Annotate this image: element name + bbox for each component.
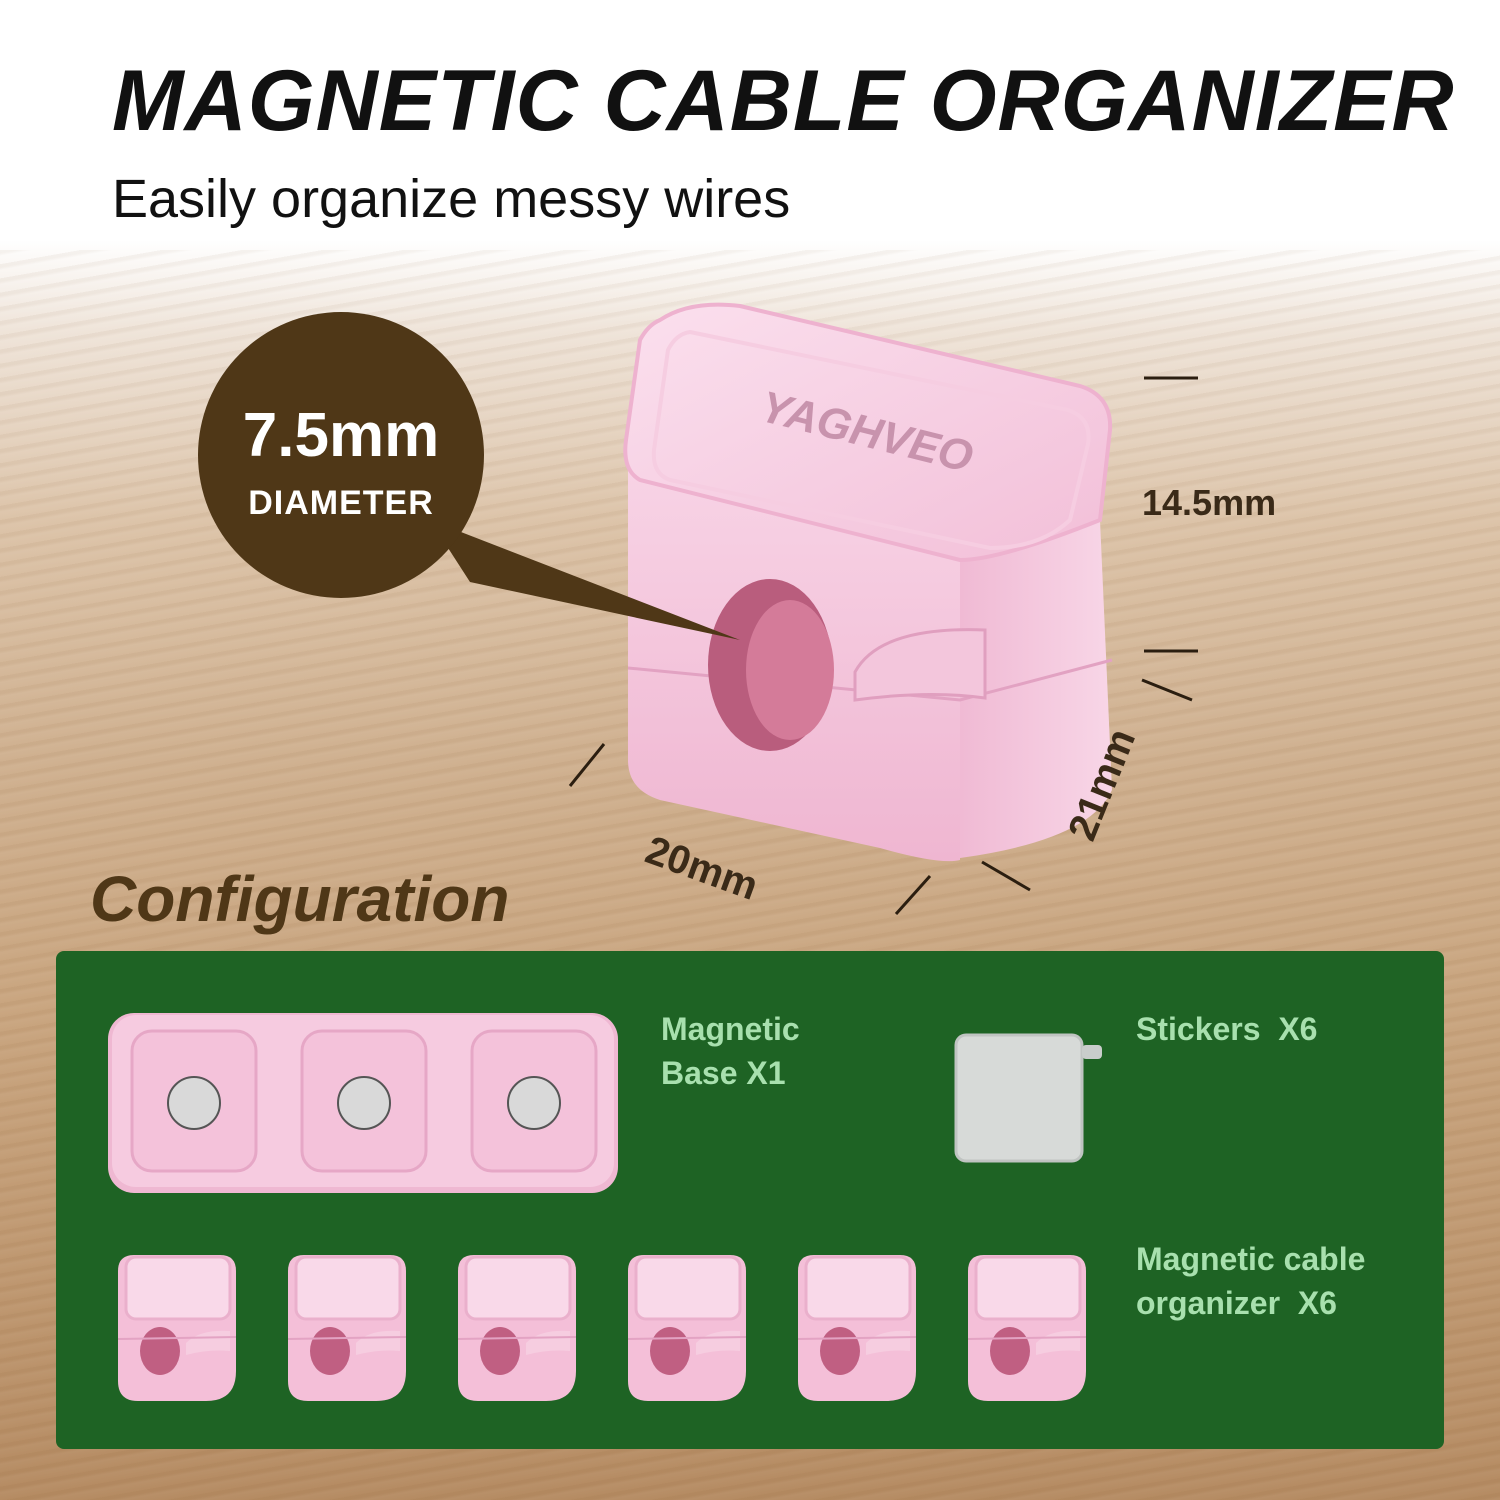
magnet-dot-icon — [167, 1076, 221, 1130]
organizer-cube-icon — [797, 1255, 917, 1401]
dim-tick-depth-back — [1141, 678, 1193, 702]
callout-pointer — [430, 520, 740, 640]
organizer-label-line1: Magnetic cable — [1136, 1241, 1366, 1277]
page-subtitle: Easily organize messy wires — [112, 169, 791, 229]
diameter-value: 7.5mm — [242, 401, 440, 470]
dim-tick-depth-front — [981, 860, 1031, 892]
organizer-label: Magnetic cable organizer X6 — [1136, 1237, 1365, 1325]
diameter-label: DIAMETER — [248, 484, 434, 522]
organizer-label-line2: organizer X6 — [1136, 1285, 1337, 1321]
sticker-illustration — [954, 1033, 1102, 1163]
configuration-title: Configuration — [90, 863, 510, 935]
organizer-cube-icon — [117, 1255, 237, 1401]
cube-latch-tab — [853, 628, 987, 702]
organizer-cube-icon — [457, 1255, 577, 1401]
cube-top-inset — [651, 329, 1091, 551]
cable-hole-inner — [746, 600, 834, 740]
magnetic-base-label-line1: Magnetic — [661, 1011, 800, 1047]
diameter-callout: 7.5mm DIAMETER — [198, 312, 484, 598]
magnet-dot-icon — [337, 1076, 391, 1130]
magnetic-base-label-line2: Base X1 — [661, 1055, 786, 1091]
page-title: MAGNETIC CABLE ORGANIZER — [112, 53, 1455, 149]
organizer-cube-icon — [627, 1255, 747, 1401]
magnetic-base-illustration — [108, 1013, 618, 1193]
dim-tick-width-right — [894, 874, 932, 916]
configuration-panel: Magnetic Base X1 Stickers X6 Magnetic ca… — [56, 951, 1444, 1449]
organizer-cube-icon — [967, 1255, 1087, 1401]
configuration-illustrations — [108, 1013, 1102, 1401]
height-dimension: 14.5mm — [1142, 482, 1277, 523]
magnet-dot-icon — [507, 1076, 561, 1130]
organizer-cube-icon — [287, 1255, 407, 1401]
magnetic-base-label: Magnetic Base X1 — [661, 1007, 800, 1095]
dim-tick-width-left — [568, 743, 606, 787]
stickers-label-line1: Stickers X6 — [1136, 1011, 1318, 1047]
cube-side-face — [960, 520, 1112, 858]
stickers-label: Stickers X6 — [1136, 1007, 1317, 1051]
